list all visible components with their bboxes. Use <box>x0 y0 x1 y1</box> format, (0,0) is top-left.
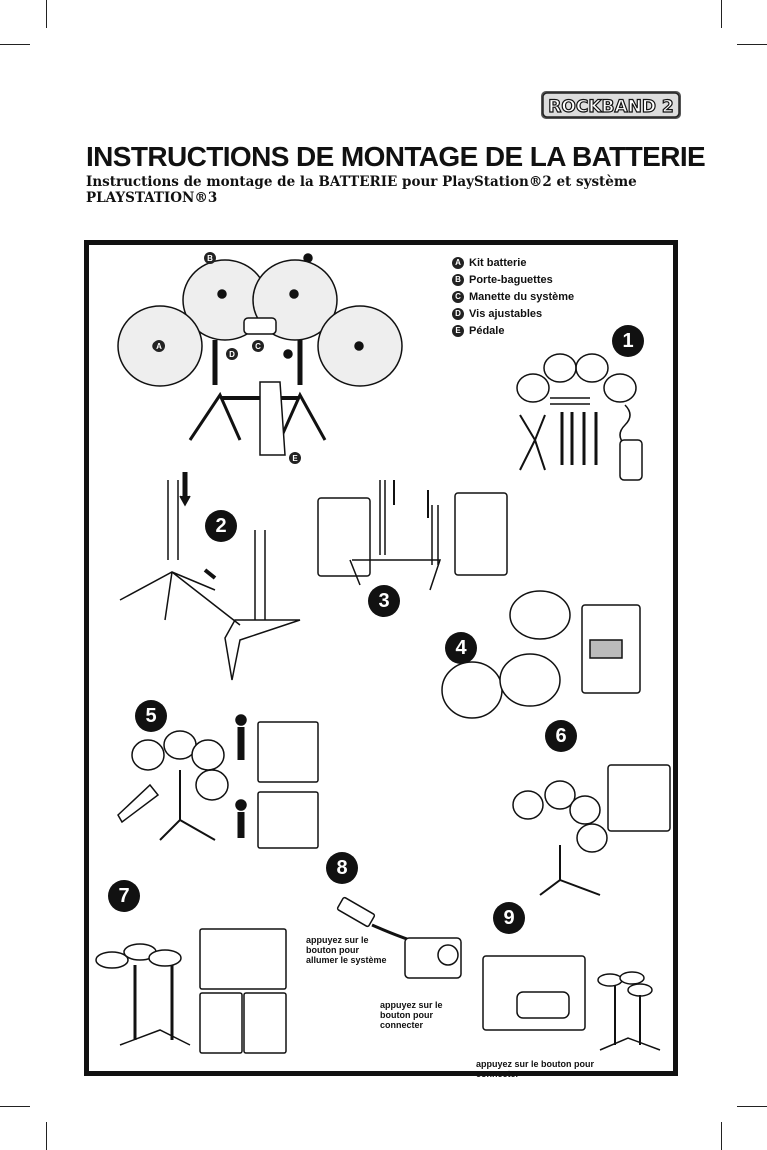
step-4-pedal <box>441 590 641 719</box>
legend-item: D Vis ajustables <box>452 305 574 322</box>
crop-mark <box>46 0 47 28</box>
step-6-controller <box>512 764 671 896</box>
part-label-d: D <box>226 348 238 360</box>
crop-mark <box>46 1122 47 1150</box>
legend-label: Kit batterie <box>469 256 527 269</box>
step-5-assembly <box>117 714 319 849</box>
step-9-connect <box>482 955 661 1051</box>
step-number-2: 2 <box>205 510 237 542</box>
crop-mark <box>721 1122 722 1150</box>
step-7-sticks <box>95 928 287 1054</box>
part-label-e: E <box>289 452 301 464</box>
step-8-adapter <box>336 896 462 979</box>
crop-mark <box>737 1106 767 1107</box>
legend-letter-icon: C <box>452 290 464 303</box>
step-number-9: 9 <box>493 902 525 934</box>
legend-label: Vis ajustables <box>469 307 543 320</box>
instructions-panel <box>84 240 678 1076</box>
legend-label: Porte-baguettes <box>469 273 553 286</box>
crop-mark <box>0 44 30 45</box>
controller-connect-note: appuyez sur le bouton pour connecter <box>476 1059 595 1079</box>
drum-kit-overview <box>117 253 403 463</box>
crop-mark <box>737 44 767 45</box>
legend-letter-icon: A <box>452 256 464 269</box>
step-number-5: 5 <box>135 700 167 732</box>
part-label-b: B <box>204 252 216 264</box>
page-subtitle: Instructions de montage de la BATTERIE p… <box>86 174 637 206</box>
step-number-6: 6 <box>545 720 577 752</box>
step-1-parts <box>516 353 643 481</box>
rockband-logo: ROCKBAND 2 <box>541 91 681 119</box>
crop-mark <box>721 0 722 28</box>
svg-text:ROCKBAND 2: ROCKBAND 2 <box>548 97 673 117</box>
step-number-7: 7 <box>108 880 140 912</box>
page-title: INSTRUCTIONS DE MONTAGE DE LA BATTERIE <box>86 141 706 172</box>
crop-mark <box>0 1106 30 1107</box>
legend-label: Pédale <box>469 324 505 337</box>
part-label-c: C <box>252 340 264 352</box>
legend-item: E Pédale <box>452 322 574 339</box>
step-number-1: 1 <box>612 325 644 357</box>
step-number-4: 4 <box>445 632 477 664</box>
part-label-a: A <box>153 340 165 352</box>
power-note: appuyez sur le bouton pour allumer le sy… <box>306 935 387 965</box>
step-number-3: 3 <box>368 585 400 617</box>
parts-legend: A Kit batterie B Porte-baguettes C Manette … <box>452 254 574 339</box>
legend-item: C Manette du système <box>452 288 574 305</box>
step-number-8: 8 <box>326 852 358 884</box>
legend-label: Manette du système <box>469 290 575 303</box>
legend-letter-icon: D <box>452 307 464 320</box>
legend-item: B Porte-baguettes <box>452 271 574 288</box>
legend-letter-icon: E <box>452 324 464 337</box>
step-2-stand <box>119 472 301 681</box>
legend-letter-icon: B <box>452 273 464 286</box>
step-3-detail <box>317 480 508 591</box>
legend-item: A Kit batterie <box>452 254 574 271</box>
adapter-connect-note: appuyez sur le bouton pour connecter <box>380 1000 443 1030</box>
